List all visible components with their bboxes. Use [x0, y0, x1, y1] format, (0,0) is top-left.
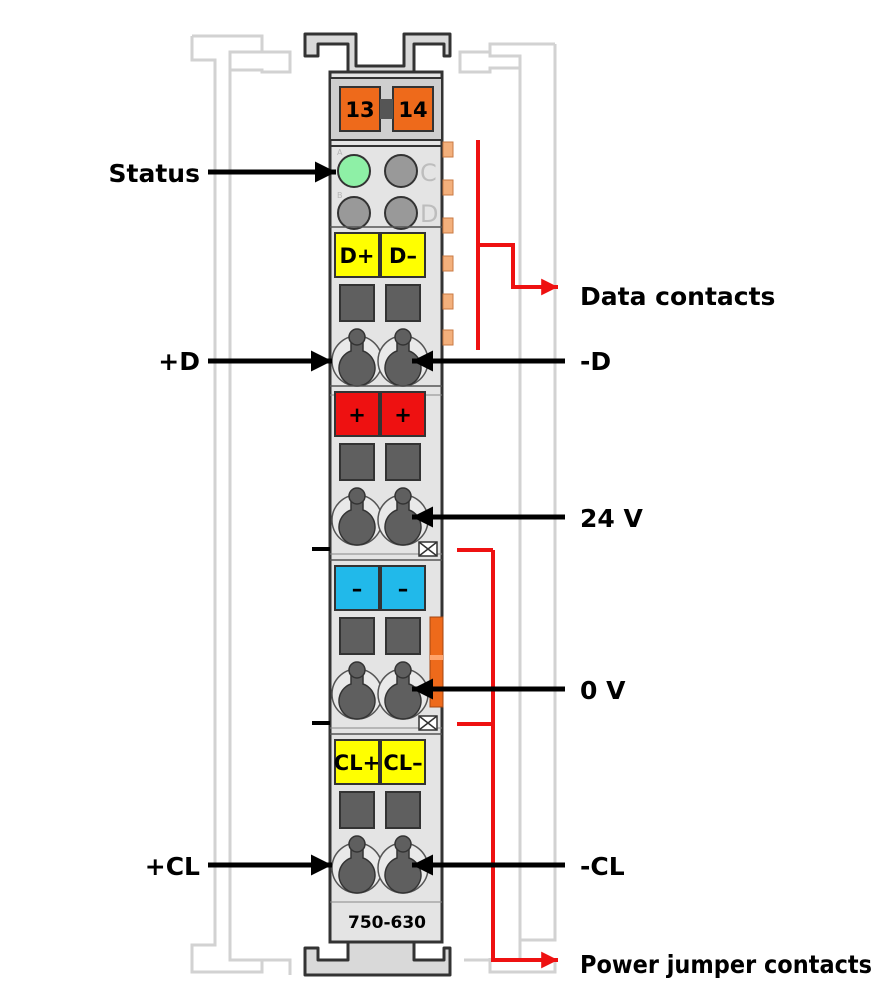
power-jumper-bracket — [457, 548, 558, 969]
terminal-row-1: D+ D– — [330, 226, 442, 396]
terminal-push-button[interactable] — [385, 284, 421, 322]
terminal-marker-2-2 — [380, 391, 426, 437]
terminal-marker-1-2 — [380, 232, 426, 278]
led-letter-a: A — [337, 148, 343, 157]
power-jumper-separators — [312, 541, 444, 731]
terminal-blocks: D+D–++––CL+CL– — [330, 226, 442, 903]
label-minus-cl: -CL — [580, 852, 625, 881]
terminal-marker-label: D– — [389, 244, 417, 268]
led-letter-c: C — [420, 159, 437, 187]
terminal-marker-label: – — [352, 577, 363, 601]
terminal-wire-entry[interactable] — [338, 495, 376, 546]
label-power-jumper-contacts: Power jumper contacts — [580, 950, 872, 979]
top-clip — [303, 32, 452, 74]
status-led-a — [337, 154, 371, 188]
led-letter-b: B — [337, 191, 343, 200]
terminal-push-button[interactable] — [339, 617, 375, 655]
label-24v: 24 V — [580, 504, 643, 533]
terminal-marker-4-1 — [334, 739, 380, 785]
label-data-contacts: Data contacts — [580, 282, 775, 311]
terminal-push-button[interactable] — [385, 791, 421, 829]
terminal-row-4: CL+CL– — [330, 733, 442, 903]
label-status: Status — [109, 159, 200, 188]
label-0v: 0 V — [580, 676, 626, 705]
terminal-push-button[interactable] — [339, 284, 375, 322]
terminal-wire-entry[interactable] — [338, 843, 376, 894]
status-led-panel: A B C D — [330, 145, 442, 230]
terminal-push-button[interactable] — [385, 443, 421, 481]
header-marker-13: 13 — [345, 98, 374, 122]
label-minus-d: -D — [580, 347, 611, 376]
terminal-wire-entry[interactable] — [338, 669, 376, 720]
bottom-clip — [303, 940, 452, 977]
terminal-marker-2-1 — [334, 391, 380, 437]
data-contact-pins — [442, 141, 454, 346]
model-number: 750-630 — [348, 913, 426, 933]
terminal-marker-label: CL+ — [334, 751, 380, 775]
terminal-push-button[interactable] — [385, 617, 421, 655]
terminal-marker-label: – — [398, 577, 409, 601]
label-plus-cl: +CL — [145, 852, 200, 881]
header-marker-strip: 13 14 — [339, 86, 434, 132]
terminal-marker-label: + — [348, 403, 366, 427]
terminal-marker-3-1 — [334, 565, 380, 611]
data-contacts-bracket — [476, 140, 558, 350]
terminal-marker-4-2 — [380, 739, 426, 785]
status-led-d — [384, 196, 418, 230]
status-led-b — [337, 196, 371, 230]
terminal-push-button[interactable] — [339, 443, 375, 481]
terminal-marker-label: D+ — [339, 244, 374, 268]
status-led-c — [384, 154, 418, 188]
led-letter-d: D — [420, 200, 438, 228]
callout-arrows — [208, 161, 565, 876]
terminal-marker-3-2 — [380, 565, 426, 611]
terminal-marker-1-1 — [334, 232, 380, 278]
terminal-marker-label: CL– — [383, 751, 422, 775]
label-plus-d: +D — [158, 347, 200, 376]
terminal-row-3: –– — [330, 559, 442, 729]
header-marker-14: 14 — [398, 98, 427, 122]
terminal-push-button[interactable] — [339, 791, 375, 829]
power-jumper-contact-orange — [429, 616, 444, 708]
terminal-marker-label: + — [394, 403, 412, 427]
